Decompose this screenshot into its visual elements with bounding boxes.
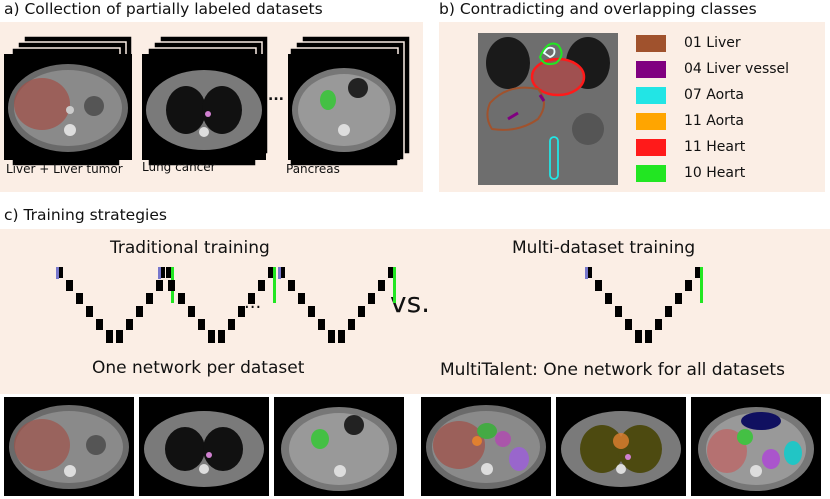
network-block [595, 280, 602, 291]
network-block [158, 267, 165, 278]
network-block [695, 267, 702, 278]
network-block [76, 293, 83, 304]
network-diagrams [56, 267, 703, 343]
ct-multi-thorax [556, 397, 686, 496]
network-block [358, 306, 365, 317]
legend-label: 11 Aorta [684, 113, 744, 129]
ct-coronal [478, 33, 618, 185]
network-output-channel [273, 267, 276, 303]
ct-multi-upper-abdomen [691, 397, 821, 496]
network-block [288, 280, 295, 291]
network-block [136, 306, 143, 317]
network-block [338, 330, 345, 343]
legend-swatch [636, 165, 666, 182]
network-input-channel [56, 267, 59, 279]
legend-swatch [636, 35, 666, 52]
legend-label: 01 Liver [684, 35, 741, 51]
network-block [585, 267, 592, 278]
network-block [605, 293, 612, 304]
legend-swatch [636, 139, 666, 156]
network-output-channel [393, 267, 396, 303]
network-block [188, 306, 195, 317]
network-block [96, 319, 103, 330]
network-block [675, 293, 682, 304]
ct-multi-abdomen [421, 397, 551, 496]
vs-label: vs. [390, 286, 431, 319]
multi-title: Multi-dataset training [512, 238, 696, 258]
legend-swatch [636, 61, 666, 78]
network-block [238, 306, 245, 317]
ct-result-pancreas [274, 397, 404, 496]
network-block [278, 267, 285, 278]
panel-c-title: c) Training strategies [4, 206, 167, 224]
legend-label: 10 Heart [684, 165, 746, 181]
network-block [258, 280, 265, 291]
network-block [685, 280, 692, 291]
network-block [126, 319, 133, 330]
network-block [106, 330, 113, 343]
traditional-caption: One network per dataset [92, 358, 305, 378]
network-block [86, 306, 93, 317]
network-block [166, 267, 173, 278]
network-block [635, 330, 642, 343]
network-block [116, 330, 123, 343]
network-block [268, 267, 275, 278]
network-block [168, 280, 175, 291]
ct-result-liver [4, 397, 134, 496]
ct-slice-pancreas [288, 54, 400, 160]
network-block [218, 330, 225, 343]
ct-slice-liver [4, 54, 132, 160]
network-block [655, 319, 662, 330]
network-block [198, 319, 205, 330]
network-block [156, 280, 163, 291]
network-block [228, 319, 235, 330]
ellipsis-a: ... [268, 88, 284, 104]
network-block [625, 319, 632, 330]
traditional-title: Traditional training [110, 238, 270, 258]
network-block [378, 280, 385, 291]
network-block [645, 330, 652, 343]
network-block [665, 306, 672, 317]
ct-slice-lung [142, 54, 266, 160]
legend-swatch [636, 87, 666, 104]
legend-label: 04 Liver vessel [684, 61, 790, 77]
ct-result-lung [139, 397, 269, 496]
legend-label: 11 Heart [684, 139, 746, 155]
network-block [318, 319, 325, 330]
caption-lung: Lung cancer [142, 160, 216, 174]
network-block [615, 306, 622, 317]
network-block [178, 293, 185, 304]
network-block [368, 293, 375, 304]
legend-swatch [636, 113, 666, 130]
legend-label: 07 Aorta [684, 87, 744, 103]
network-block [348, 319, 355, 330]
network-block [56, 267, 63, 278]
panel-a-title: a) Collection of partially labeled datas… [4, 0, 323, 18]
network-block [208, 330, 215, 343]
network-input-channel [278, 267, 281, 279]
panel-b-title: b) Contradicting and overlapping classes [439, 0, 757, 18]
network-block [146, 293, 153, 304]
caption-pancreas: Pancreas [286, 162, 340, 176]
caption-liver: Liver + Liver tumor [6, 162, 123, 176]
network-block [328, 330, 335, 343]
network-block [308, 306, 315, 317]
network-block [298, 293, 305, 304]
network-block [248, 293, 255, 304]
network-block [388, 267, 395, 278]
network-output-channel [700, 267, 703, 303]
multi-caption: MultiTalent: One network for all dataset… [440, 360, 785, 380]
network-input-channel [585, 267, 588, 279]
network-input-channel [158, 267, 161, 279]
network-block [66, 280, 73, 291]
